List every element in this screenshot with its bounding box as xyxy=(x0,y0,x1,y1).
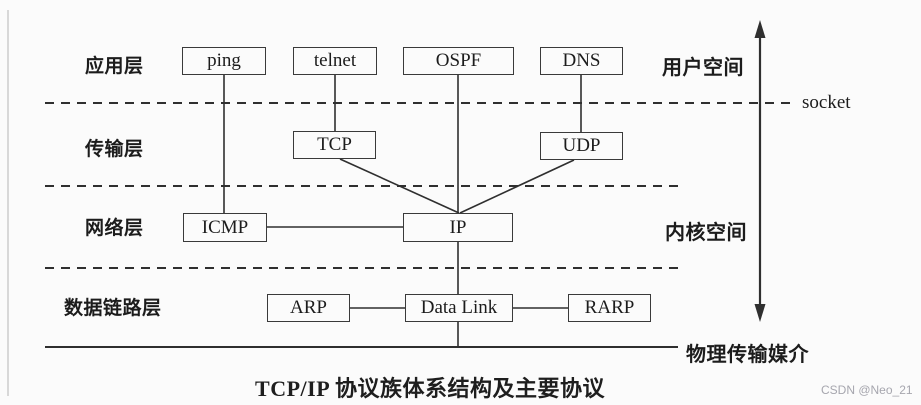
socket-label: socket xyxy=(802,92,851,113)
node-icmp: ICMP xyxy=(183,213,267,242)
node-udp: UDP xyxy=(540,132,623,160)
arrow-up-icon xyxy=(754,20,766,38)
node-arp: ARP xyxy=(267,294,350,322)
layer-label-application: 应用层 xyxy=(85,56,144,77)
layer-label-network: 网络层 xyxy=(85,218,144,239)
node-ospf: OSPF xyxy=(403,47,514,75)
node-tcp: TCP xyxy=(293,131,376,159)
side-label-user-space: 用户空间 xyxy=(662,57,744,79)
node-telnet: telnet xyxy=(293,47,377,75)
node-ping: ping xyxy=(182,47,266,75)
arrow-down-icon xyxy=(754,304,766,322)
layer-label-datalink: 数据链路层 xyxy=(64,298,162,319)
node-dns: DNS xyxy=(540,47,623,75)
node-ip: IP xyxy=(403,213,513,242)
diagram-title: TCP/IP 协议族体系结构及主要协议 xyxy=(255,376,605,401)
edge-udp-ip xyxy=(459,159,575,214)
side-label-physical-medium: 物理传输媒介 xyxy=(686,344,809,366)
node-datalink: Data Link xyxy=(405,294,513,322)
side-label-kernel-space: 内核空间 xyxy=(665,222,747,244)
node-rarp: RARP xyxy=(568,294,651,322)
layer-label-transport: 传输层 xyxy=(85,139,144,160)
watermark: CSDN @Neo_21 xyxy=(821,383,913,397)
edge-tcp-ip xyxy=(339,158,460,214)
